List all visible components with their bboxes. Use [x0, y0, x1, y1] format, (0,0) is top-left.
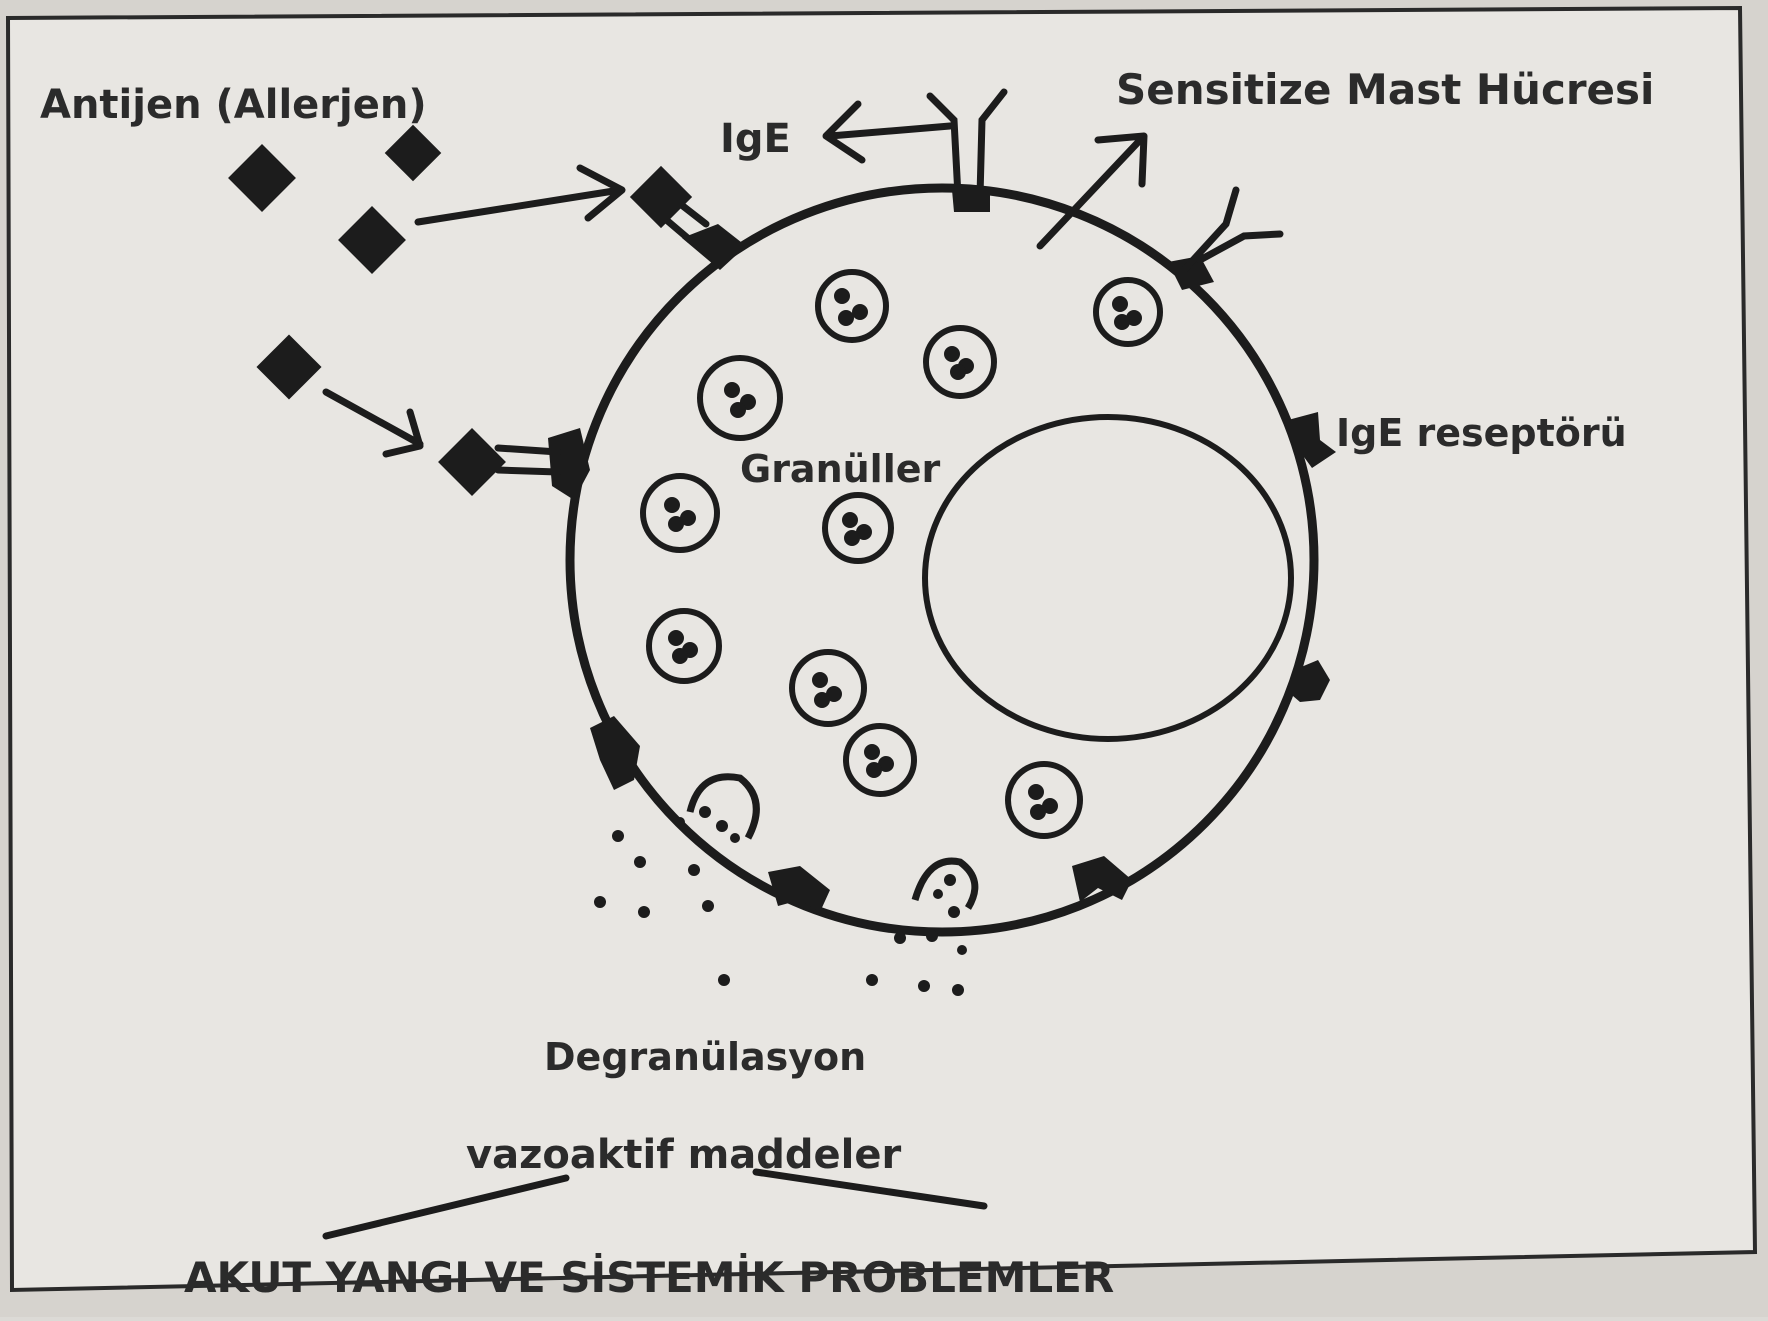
degranulation-label: Degranülasyon	[544, 1035, 866, 1079]
vasoactive-label: vazoaktif maddeler	[466, 1132, 901, 1178]
antigen-label: Antijen (Allerjen)	[40, 82, 427, 128]
outcome-label: AKUT YANGI VE SİSTEMİK PROBLEMLER	[184, 1252, 1114, 1302]
ige-label: IgE	[720, 116, 791, 162]
granules-label: Granüller	[740, 447, 941, 491]
ige-receptor-label: IgE reseptörü	[1336, 411, 1627, 455]
sensitized-mast-cell-label: Sensitize Mast Hücresi	[1116, 65, 1654, 114]
